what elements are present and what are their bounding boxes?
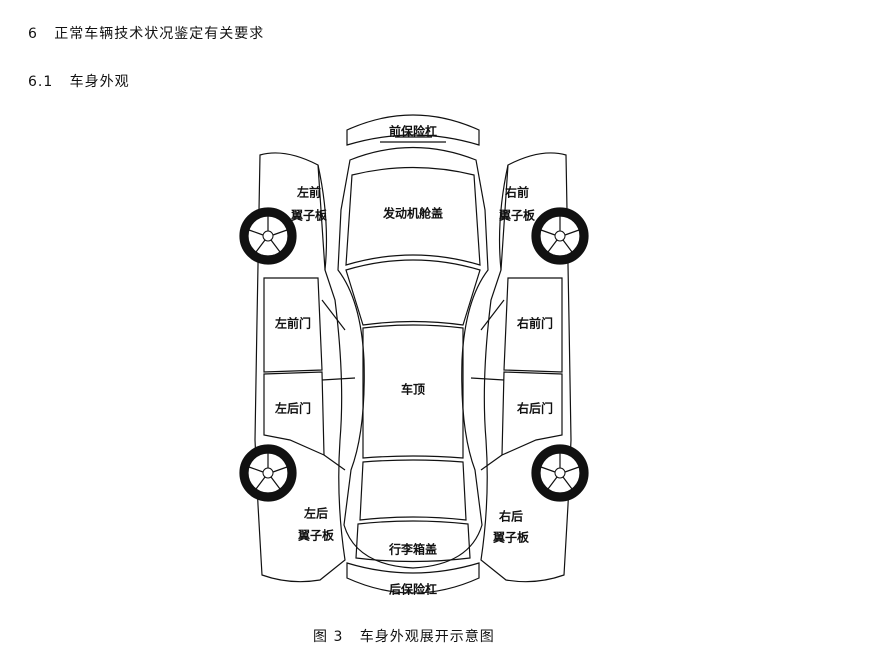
rear-window-shape: [359, 459, 467, 521]
front-bumper-shape: [346, 114, 480, 146]
label-right-front-fender-1: 右前: [504, 185, 530, 200]
subsection-heading: 6.1 车身外观: [28, 71, 130, 91]
windshield-shape: [345, 259, 481, 326]
hood-shape: [345, 166, 481, 266]
figure-caption: 图 3 车身外观展开示意图: [313, 626, 495, 646]
section-number: 6: [28, 26, 38, 42]
right-front-door-shape: [503, 277, 563, 373]
label-right-rear-door: 右后门: [516, 401, 554, 416]
label-left-front-fender-2: 翼子板: [290, 208, 328, 223]
left-rear-wheel: [239, 444, 297, 502]
label-hood: 发动机舱盖: [382, 206, 444, 221]
label-roof: 车顶: [400, 382, 426, 397]
label-right-front-door: 右前门: [516, 316, 554, 331]
rear-bumper-shape: [346, 562, 480, 594]
label-rear-bumper: 后保险杠: [388, 582, 438, 597]
left-rear-door-shape: [263, 371, 325, 456]
subsection-number: 6.1: [28, 74, 54, 90]
label-trunk-lid: 行李箱盖: [388, 542, 438, 557]
subsection-title: 车身外观: [69, 74, 130, 90]
label-right-front-fender-2: 翼子板: [498, 208, 536, 223]
right-rear-door-shape: [501, 371, 563, 456]
label-left-front-door: 左前门: [274, 316, 312, 331]
right-rear-wheel: [531, 444, 589, 502]
figure-number: 图 3: [313, 629, 344, 645]
car-body-outline: [337, 146, 489, 569]
left-front-door-shape: [263, 277, 323, 373]
label-left-front-fender-1: 左前: [296, 185, 322, 200]
section-title: 正常车辆技术状况鉴定有关要求: [54, 26, 265, 42]
label-right-rear-fender-1: 右后: [498, 509, 524, 524]
right-front-wheel: [531, 207, 589, 265]
left-front-wheel: [239, 207, 297, 265]
label-left-rear-fender-2: 翼子板: [297, 528, 335, 543]
section-heading: 6 正常车辆技术状况鉴定有关要求: [28, 23, 264, 43]
roof-shape: [362, 324, 464, 459]
label-left-rear-door: 左后门: [274, 401, 312, 416]
label-left-rear-fender-1: 左后: [303, 506, 329, 521]
label-front-bumper: 前保险杠: [388, 124, 438, 139]
trunk-shape: [355, 520, 471, 563]
label-right-rear-fender-2: 翼子板: [492, 530, 530, 545]
figure-title: 车身外观展开示意图: [359, 629, 495, 645]
